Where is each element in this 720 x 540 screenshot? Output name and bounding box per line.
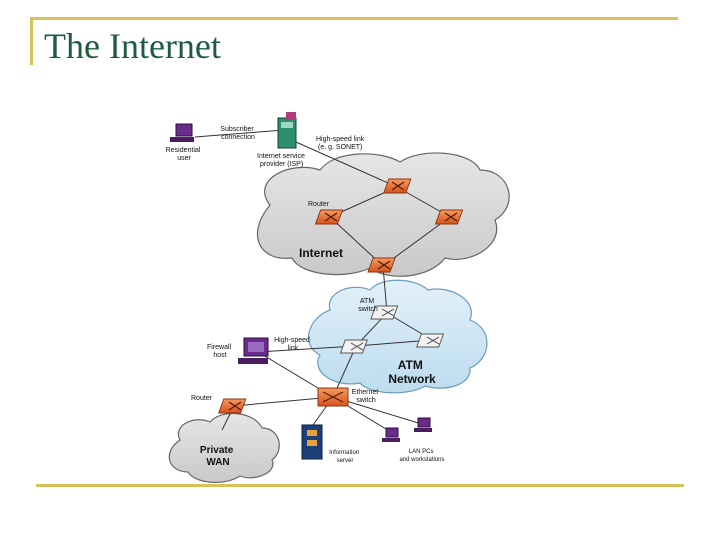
- internet-router-icon: [383, 178, 412, 194]
- label-internet: Internet: [299, 246, 343, 260]
- atm-cloud: [308, 279, 488, 394]
- label-ethernet-switch: Ethernet switch: [352, 389, 380, 404]
- top-rule: [30, 17, 678, 20]
- internet-to-atm-link: [382, 265, 388, 314]
- internet-router-icon: [314, 209, 344, 225]
- atm-switch-icon: [339, 339, 368, 354]
- label-atm-switch: ATM switch: [358, 298, 378, 313]
- label-information-server: Information server: [329, 450, 361, 464]
- left-rule: [30, 17, 33, 65]
- slide-title: The Internet: [44, 26, 221, 66]
- label-subscriber-connection: Subscriber connection: [220, 126, 255, 141]
- atm-switch-icon: [416, 333, 445, 348]
- label-lan-pcs: LAN PCs and workstations: [399, 449, 444, 463]
- residential-pc-icon: [170, 123, 194, 142]
- atm-switch-icon: [370, 305, 399, 320]
- label-firewall-host: Firewall host: [207, 344, 233, 359]
- ethernet-to-router-link: [233, 396, 334, 407]
- label-high-speed-link-sonet: High-speed link (e. g. SONET): [316, 136, 366, 151]
- isp-server-icon: [277, 112, 297, 149]
- private-wan-cloud: [168, 412, 280, 483]
- firewall-link: [257, 345, 357, 353]
- firewall-host-icon: [238, 337, 269, 364]
- ethernet-switch-icon: [317, 387, 349, 407]
- lan-pc-icon: [414, 417, 432, 432]
- internet-router-icon: [367, 257, 396, 273]
- subscriber-link: [194, 129, 285, 138]
- label-isp: Internet service provider (ISP): [257, 153, 307, 168]
- label-private-wan: Private WAN: [200, 445, 236, 468]
- internet-router-icon: [434, 209, 464, 225]
- label-router-internet: Router: [308, 201, 330, 208]
- label-router-lan: Router: [191, 395, 213, 402]
- lan-router-icon: [217, 398, 247, 414]
- lan-pc-icon: [382, 427, 400, 442]
- information-server-icon: [301, 424, 323, 460]
- bottom-rule: [36, 484, 684, 487]
- label-atm-network: ATM Network: [388, 358, 436, 386]
- label-high-speed-link: High-speed link: [274, 337, 312, 352]
- label-residential-user: Residential user: [166, 147, 203, 162]
- isp-to-router-link: [295, 141, 398, 188]
